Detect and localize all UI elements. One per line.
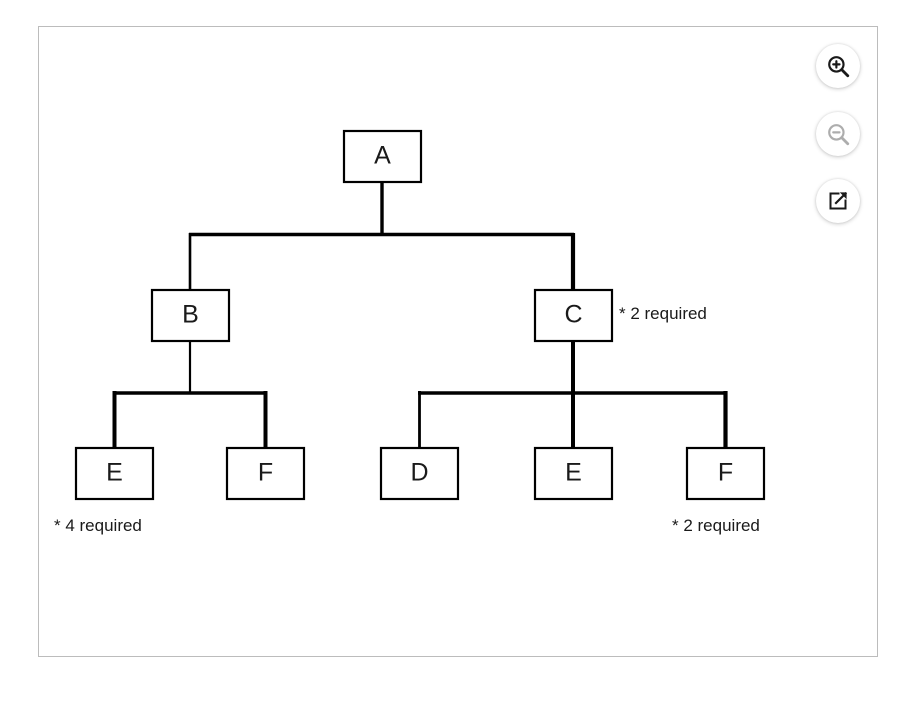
- node-label: C: [564, 301, 582, 329]
- node-label: F: [258, 459, 273, 487]
- node-box[interactable]: [379, 446, 460, 501]
- annotation-node-e-left: * 4 required: [54, 516, 142, 535]
- node-d[interactable]: D: [379, 446, 460, 501]
- open-in-new-button[interactable]: [816, 179, 860, 223]
- node-e-right[interactable]: E: [533, 446, 614, 501]
- node-box[interactable]: [533, 288, 614, 343]
- node-box[interactable]: [74, 446, 155, 501]
- open-in-new-icon: [826, 189, 850, 213]
- node-f-left[interactable]: F: [225, 446, 306, 501]
- node-label: B: [182, 301, 199, 329]
- node-label: F: [718, 459, 733, 487]
- node-e-left[interactable]: E: [74, 446, 155, 501]
- connector-group-b: [112, 340, 268, 448]
- zoom-in-icon: [825, 53, 851, 79]
- node-label: D: [410, 459, 428, 487]
- connector-group-c: [418, 340, 728, 448]
- node-box[interactable]: [685, 446, 766, 501]
- connector-group-a: [188, 181, 576, 290]
- node-label: A: [374, 142, 391, 170]
- bom-tree-diagram-viewer[interactable]: A B C E F D E F *: [38, 26, 878, 657]
- zoom-out-button[interactable]: [816, 112, 860, 156]
- node-b[interactable]: B: [150, 288, 231, 343]
- annotation-node-f-right: * 2 required: [672, 516, 760, 535]
- node-box[interactable]: [150, 288, 231, 343]
- zoom-out-icon: [825, 121, 851, 147]
- node-c[interactable]: C: [533, 288, 614, 343]
- annotation-node-c: * 2 required: [619, 304, 707, 323]
- node-box[interactable]: [342, 129, 423, 184]
- node-label: E: [565, 459, 582, 487]
- node-box[interactable]: [225, 446, 306, 501]
- node-a[interactable]: A: [342, 129, 423, 184]
- node-label: E: [106, 459, 123, 487]
- node-f-right[interactable]: F: [685, 446, 766, 501]
- node-box[interactable]: [533, 446, 614, 501]
- bom-tree-canvas[interactable]: A B C E F D E F *: [39, 27, 879, 658]
- zoom-in-button[interactable]: [816, 44, 860, 88]
